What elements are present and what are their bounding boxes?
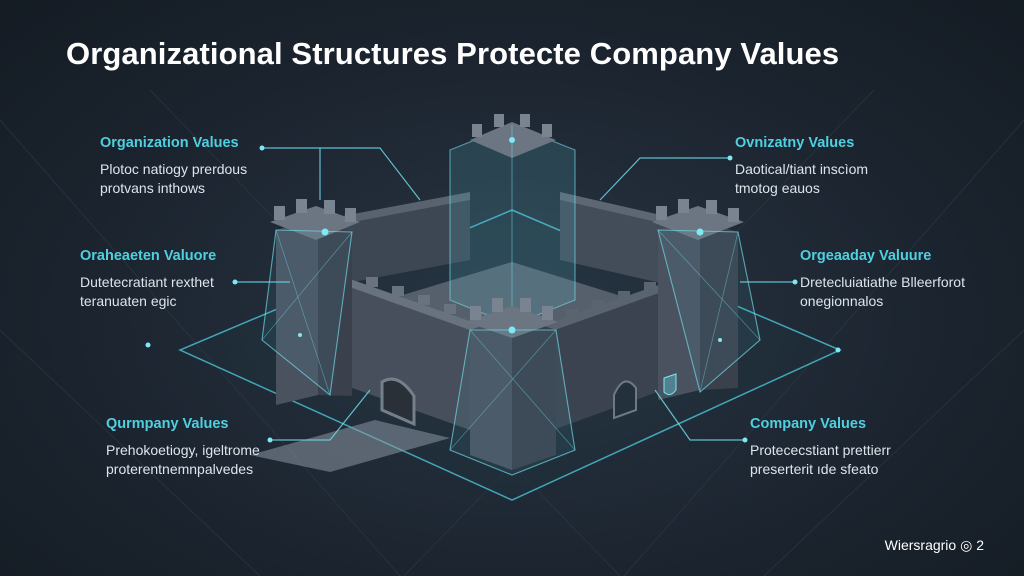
callout-heading: Oraheaeten Valuore xyxy=(80,248,217,264)
callout-text-line: proterentnemnpalvedes xyxy=(106,461,254,477)
callout-text-line: Plotoc natiogy prerdous xyxy=(100,161,248,177)
callout-text-line: onegionnalos xyxy=(800,293,884,309)
callout-heading: Company Values xyxy=(750,416,867,432)
callout-text-line: preserterit ıde sfeato xyxy=(750,461,879,477)
callout-text-line: teranuaten egic xyxy=(80,293,177,309)
callout-text-line: tmotog eauos xyxy=(735,180,820,196)
callout-text-line: Daotical/tiant inscìom xyxy=(735,161,869,177)
callout-text-line: Dutetecratiant rexthet xyxy=(80,274,214,290)
callout-heading: Organization Values xyxy=(100,135,239,151)
footer-watermark: Wiersragrio ◎ 2 xyxy=(884,537,984,553)
callout-text-line: Prehokoetiogy, igeltrome xyxy=(106,442,260,458)
page-title: Organizational Structures Protecte Compa… xyxy=(66,36,840,71)
callout-top-left: Organization Values Plotoc natiogy prerd… xyxy=(100,135,300,198)
callout-bottom-left: Qurmpany Values Prehokoetiogy, igeltrome… xyxy=(106,416,306,479)
callout-top-right: Ovnizatny Values Daotical/tiant inscìom … xyxy=(735,135,935,198)
callout-heading: Qurmpany Values xyxy=(106,416,229,432)
callout-text-line: protvans inthows xyxy=(100,180,206,196)
callout-bottom-right: Company Values Protececstiant prettierr … xyxy=(750,416,950,479)
callout-heading: Ovnizatny Values xyxy=(735,135,855,151)
callout-text-line: Dretecluiatiathe Blleerforot xyxy=(800,274,965,290)
callout-middle-right: Orgeaaday Valuure Dretecluiatiathe Bllee… xyxy=(800,248,1000,311)
callout-middle-left: Oraheaeten Valuore Dutetecratiant rexthe… xyxy=(80,248,280,311)
callout-text-line: Protececstiant prettierr xyxy=(750,442,891,458)
callout-heading: Orgeaaday Valuure xyxy=(800,248,932,264)
